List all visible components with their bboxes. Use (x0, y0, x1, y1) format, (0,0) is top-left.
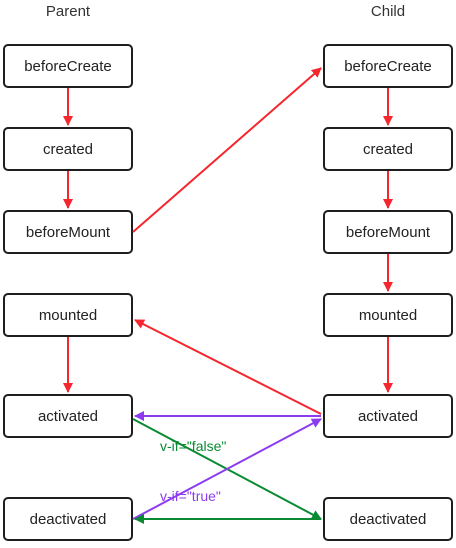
child-column-title: Child (370, 3, 406, 20)
parent-mounted-node: mounted (3, 293, 133, 337)
parent-activated-node: activated (3, 394, 133, 438)
child-beforecreate-node: beforeCreate (323, 44, 453, 88)
child-activated-node: activated (323, 394, 453, 438)
parent-beforecreate-node: beforeCreate (3, 44, 133, 88)
child-mounted-node: mounted (323, 293, 453, 337)
edge-parent-deactivated-to-child-activated (132, 418, 322, 520)
parent-column-title: Parent (45, 3, 91, 20)
parent-created-node: created (3, 127, 133, 171)
child-created-node: created (323, 127, 453, 171)
edge-label-v-if-true: v-if="true" (160, 488, 221, 504)
parent-deactivated-node: deactivated (3, 497, 133, 541)
edge-label-v-if-false: v-if="false" (160, 438, 226, 454)
child-deactivated-node: deactivated (323, 497, 453, 541)
child-beforemount-node: beforeMount (323, 210, 453, 254)
edge-child-activated-to-parent-mounted (134, 319, 322, 415)
edge-parent-beforemount-to-child-beforecreate (132, 67, 322, 233)
parent-beforemount-node: beforeMount (3, 210, 133, 254)
